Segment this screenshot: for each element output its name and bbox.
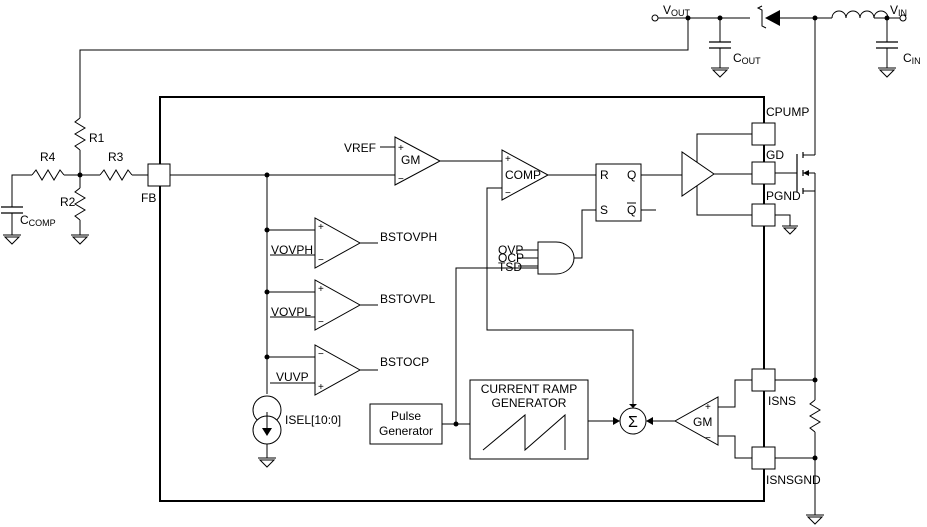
pin-isns-label: ISNS <box>768 394 796 408</box>
svg-text:−: − <box>318 255 324 266</box>
mosfet-icon <box>775 152 816 380</box>
gate-driver <box>681 151 715 197</box>
pin-isnsgnd <box>751 446 776 470</box>
pin-cpump <box>751 122 776 146</box>
svg-text:Q: Q <box>627 168 636 182</box>
current-ramp-generator <box>469 379 589 460</box>
svg-text:+: + <box>505 154 511 165</box>
pwm-comparator <box>501 149 550 201</box>
ovpl-comparator <box>314 279 362 331</box>
pin-pgnd <box>751 203 776 227</box>
r2-resistor-icon <box>74 187 86 221</box>
feedback-network <box>1 117 148 245</box>
svg-text:+: + <box>398 143 404 154</box>
ovph-comparator <box>314 217 362 269</box>
pin-gd-label: GD <box>766 148 784 162</box>
svg-text:GENERATOR: GENERATOR <box>492 396 567 410</box>
ground-icon <box>3 234 21 245</box>
r3-resistor-icon <box>99 169 133 181</box>
ground-icon <box>711 67 729 78</box>
svg-text:BSTOVPH: BSTOVPH <box>380 230 437 244</box>
diode-icon <box>765 10 780 26</box>
svg-text:Generator: Generator <box>379 424 433 438</box>
svg-text:−: − <box>398 174 404 185</box>
pulse-generator <box>369 403 443 445</box>
pin-isnsgnd-label: ISNSGND <box>766 473 821 487</box>
svg-text:−: − <box>505 188 511 199</box>
cin-label: CIN <box>903 51 921 66</box>
svg-text:TSD: TSD <box>498 260 522 274</box>
r3-label: R3 <box>108 150 124 164</box>
cout-label: COUT <box>733 51 761 66</box>
r1-resistor-icon <box>74 117 86 151</box>
svg-text:CURRENT RAMP: CURRENT RAMP <box>481 382 577 396</box>
svg-text:OCP: OCP <box>498 251 524 265</box>
ground-icon <box>71 234 89 245</box>
svg-text:OVP: OVP <box>498 243 523 257</box>
svg-text:Q: Q <box>627 203 636 217</box>
ground-icon <box>878 67 896 78</box>
r4-resistor-icon <box>31 169 65 181</box>
vin-label: VIN <box>890 3 907 18</box>
svg-text:GM: GM <box>401 153 420 167</box>
svg-text:VUVP: VUVP <box>276 370 309 384</box>
isel-label: ISEL[10:0] <box>285 413 341 427</box>
svg-text:Pulse: Pulse <box>391 409 421 423</box>
pin-gd <box>751 161 776 185</box>
r1-label: R1 <box>89 131 105 145</box>
svg-text:−: − <box>318 317 324 328</box>
svg-text:BSTOCP: BSTOCP <box>380 355 429 369</box>
gm-sense-amplifier <box>673 396 719 446</box>
pin-pgnd-label: PGND <box>766 189 801 203</box>
pin-fb <box>147 163 171 187</box>
svg-text:GM: GM <box>693 415 712 429</box>
svg-text:+: + <box>318 284 324 295</box>
r2-label: R2 <box>60 195 76 209</box>
svg-text:VOVPH: VOVPH <box>271 243 313 257</box>
sense-resistor-icon <box>809 399 821 433</box>
svg-text:VOVPL: VOVPL <box>271 305 311 319</box>
rs-latch <box>595 163 642 222</box>
uvp-comparator <box>314 344 362 396</box>
r4-label: R4 <box>40 150 56 164</box>
power-stage <box>79 5 907 155</box>
ground-icon <box>782 225 798 235</box>
svg-text:−: − <box>705 433 711 444</box>
current-source-icon <box>252 395 282 468</box>
svg-text:+: + <box>318 382 324 393</box>
sawtooth-icon <box>482 413 566 452</box>
ic-boundary <box>159 96 765 502</box>
svg-text:+: + <box>318 222 324 233</box>
inductor-icon <box>831 10 889 19</box>
svg-text:S: S <box>600 203 608 217</box>
svg-text:Σ: Σ <box>628 414 638 431</box>
svg-text:−: − <box>318 349 324 360</box>
svg-text:+: + <box>705 402 711 413</box>
svg-text:R: R <box>600 168 609 182</box>
svg-text:COMP: COMP <box>505 168 541 182</box>
protection-and-gate <box>537 241 575 275</box>
ground-icon <box>806 514 824 525</box>
vout-label: VOUT <box>663 3 691 18</box>
pin-fb-label: FB <box>141 191 156 205</box>
pin-cpump-label: CPUMP <box>766 105 809 119</box>
svg-text:BSTOVPL: BSTOVPL <box>380 292 435 306</box>
pin-isns <box>751 368 776 392</box>
vref-label: VREF <box>344 141 376 155</box>
ccomp-label: CCOMP <box>20 213 56 228</box>
gm-error-amplifier <box>394 136 442 186</box>
